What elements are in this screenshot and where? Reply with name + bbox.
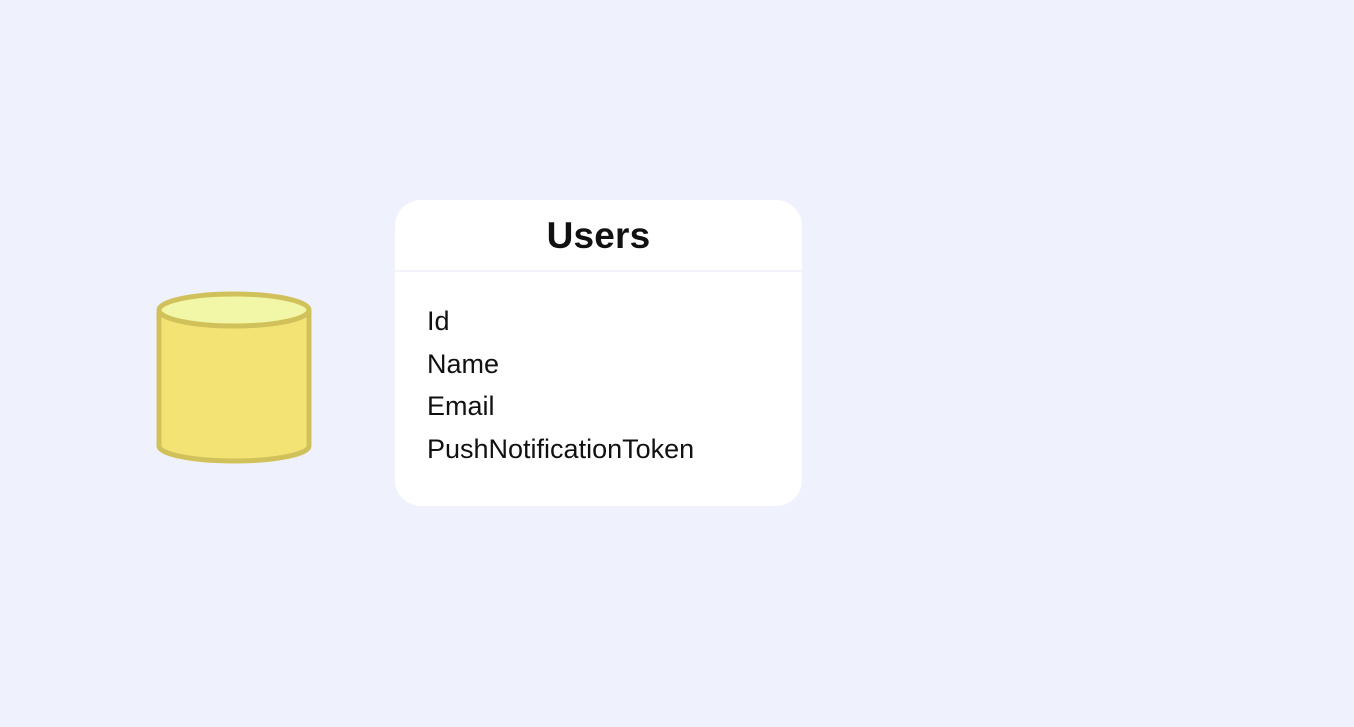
field-email: Email xyxy=(427,391,495,421)
database-top xyxy=(156,291,312,329)
database-body xyxy=(156,310,312,464)
field-push-notification-token: PushNotificationToken xyxy=(427,433,695,464)
field-list: Id Name Email PushNotificationToken xyxy=(427,300,694,470)
users-table-card: Users Id Name Email PushNotificationToke… xyxy=(395,200,802,506)
field-name: Name xyxy=(427,348,500,379)
table-title: Users xyxy=(546,214,651,256)
database-icon xyxy=(155,290,313,466)
field-id: Id xyxy=(427,306,450,336)
table-header: Users xyxy=(395,200,802,272)
